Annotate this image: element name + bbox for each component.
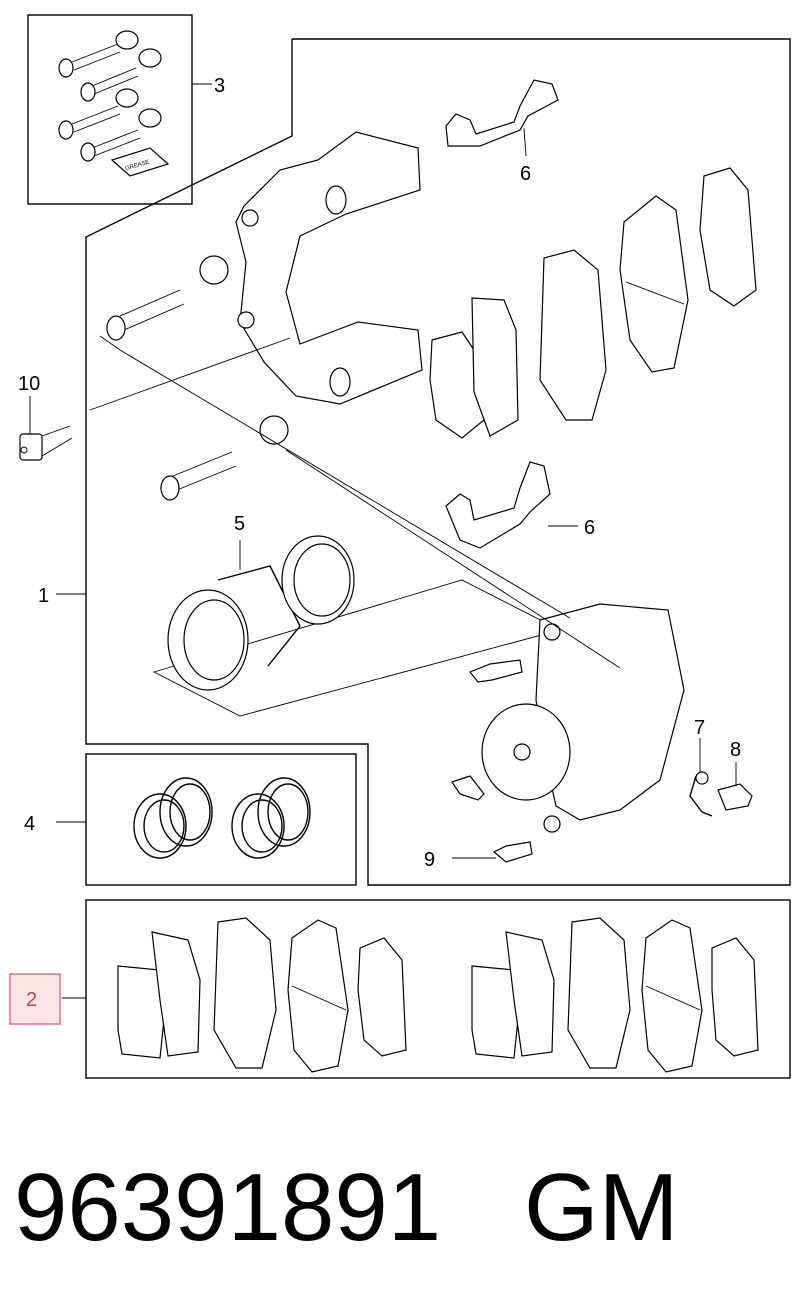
piston-and-seals — [152, 535, 562, 717]
callout-8: 8 — [730, 739, 741, 761]
seal-kit-frame — [85, 753, 357, 886]
caliper-bolt — [19, 425, 73, 461]
callout-9: 9 — [424, 849, 435, 871]
pad-clip-lower — [445, 461, 551, 549]
caliper-bracket — [235, 131, 423, 405]
pad-set-right — [471, 917, 759, 1073]
brand-name: GM — [524, 1154, 679, 1261]
callout-7: 7 — [694, 717, 705, 739]
bleeder-and-cap — [689, 771, 753, 817]
callout-6-lower: 6 — [584, 517, 595, 539]
caliper-assembly-frame — [85, 38, 791, 886]
callout-3: 3 — [214, 75, 225, 97]
guide-pins — [106, 255, 289, 501]
brake-pad-set-frame — [85, 899, 791, 1079]
guide-pin-kit-frame — [27, 14, 193, 205]
seal-kit-rings — [133, 777, 311, 859]
leader-lines — [29, 83, 737, 999]
pad-set-left — [117, 917, 407, 1073]
part-number: 96391891 — [14, 1154, 442, 1261]
callout-6-upper: 6 — [520, 163, 531, 185]
callout-4: 4 — [24, 813, 35, 835]
caliper-housing — [451, 603, 685, 863]
pad-clip-upper — [445, 79, 559, 147]
upper-brake-pads — [429, 167, 757, 439]
callout-10: 10 — [18, 373, 40, 395]
callout-5: 5 — [234, 513, 245, 535]
callout-2: 2 — [26, 989, 37, 1011]
guide-pin-kit-parts: GREASE — [58, 30, 170, 177]
callout-1: 1 — [38, 585, 49, 607]
callout-2-highlight — [9, 973, 61, 1025]
